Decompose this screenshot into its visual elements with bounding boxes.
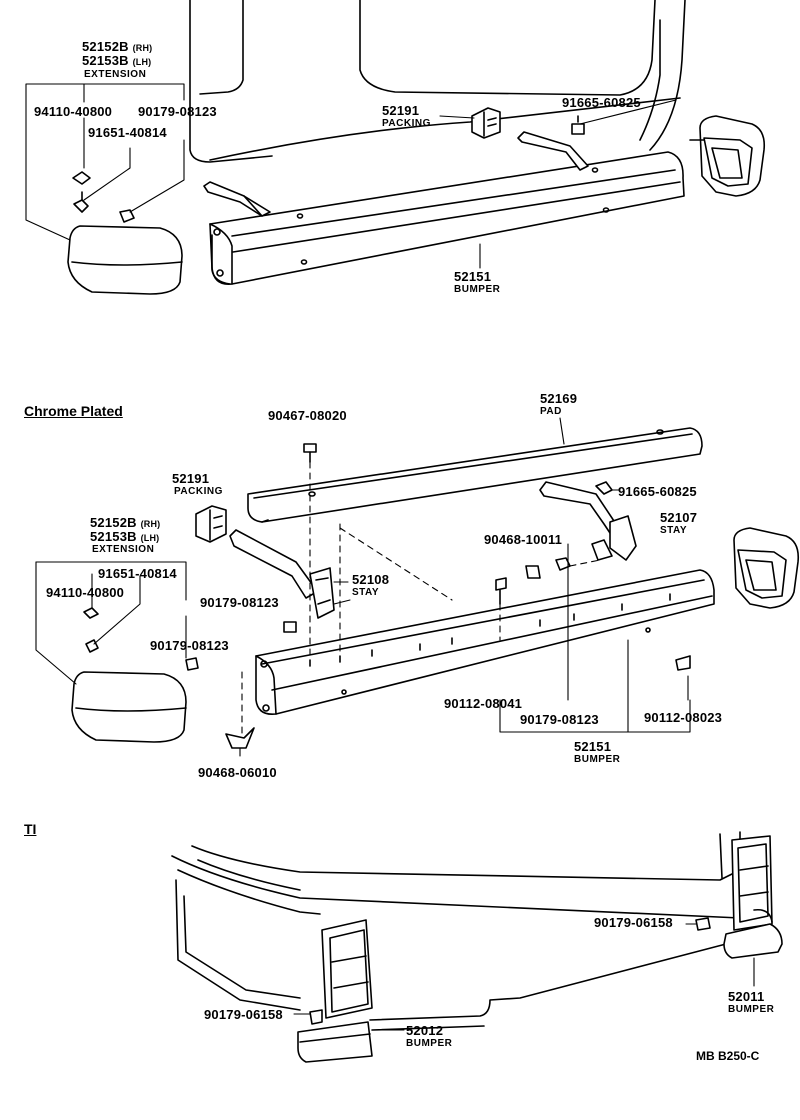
mid-bumper-number: 52151 <box>574 739 612 754</box>
mid-stay-52108 <box>229 529 335 619</box>
mid-part-90179-a: 90179-08123 <box>200 595 279 610</box>
mid-part-90112-08023: 90112-08023 <box>644 710 723 725</box>
top-extension-rh-label: 52152B (RH) <box>82 39 153 54</box>
mid-part-90179-b: 90179-08123 <box>150 638 229 653</box>
top-fasteners <box>72 171 135 223</box>
top-bumper-number: 52151 <box>454 269 492 284</box>
mid-part-90468-06010: 90468-06010 <box>198 765 277 780</box>
mid-stay-52107-name: STAY <box>660 525 688 536</box>
ti-bumper-52011-number: 52011 <box>728 989 765 1004</box>
mid-dashed-lines <box>241 461 601 737</box>
ti-part-90179-left: 90179-06158 <box>204 1007 283 1022</box>
mid-part-90112-08041: 90112-08041 <box>444 696 523 711</box>
ti-part-90179-right: 90179-06158 <box>594 915 673 930</box>
mid-extension-right <box>733 527 800 609</box>
mid-stay-52108-number: 52108 <box>352 572 390 587</box>
mid-bumper-52151 <box>255 569 715 716</box>
top-packing-name: PACKING <box>382 118 431 129</box>
mid-pad-name: PAD <box>540 406 562 417</box>
top-leader-lines <box>25 83 677 269</box>
mid-extension-rh-label: 52152B (RH) <box>90 515 161 530</box>
top-stay-left <box>203 181 271 217</box>
top-packing <box>471 107 501 139</box>
mid-pad-52169 <box>247 427 703 523</box>
top-extension-name: EXTENSION <box>84 69 147 80</box>
top-extension-lh-label: 52153B (LH) <box>82 53 152 68</box>
mid-part-90467: 90467-08020 <box>268 408 347 423</box>
mid-leader-lines <box>35 417 691 757</box>
mid-extension-name: EXTENSION <box>92 544 155 555</box>
ti-bumper-52012-number: 52012 <box>406 1023 444 1038</box>
mid-extension-lh-label: 52153B (LH) <box>90 529 160 544</box>
ti-fasteners <box>309 917 711 1025</box>
top-bumper-52151 <box>209 151 685 285</box>
ti-bumper-52011-name: BUMPER <box>728 1004 775 1015</box>
top-stay-right <box>517 131 589 171</box>
section-chrome-plated: Chrome Plated <box>24 403 123 419</box>
ti-bumper-52012 <box>297 1021 373 1063</box>
diagram-reference-code: MB B250-C <box>696 1049 760 1063</box>
top-extension-left <box>67 225 183 295</box>
top-packing-number: 52191 <box>382 103 420 118</box>
mid-packing-name: PACKING <box>174 486 223 497</box>
top-extension-right <box>689 115 766 197</box>
mid-stay-52107 <box>539 481 637 561</box>
mid-packing-number: 52191 <box>172 471 210 486</box>
ti-lamp-left <box>321 919 373 1019</box>
mid-part-94110: 94110-40800 <box>46 585 125 600</box>
mid-extension-left <box>71 671 187 743</box>
ti-bumper-52011 <box>723 908 783 959</box>
top-body-outline <box>189 0 686 163</box>
ti-body-outline <box>171 831 741 1031</box>
ti-bumper-52012-name: BUMPER <box>406 1038 453 1049</box>
top-bumper-name: BUMPER <box>454 284 501 295</box>
top-part-94110: 94110-40800 <box>34 104 113 119</box>
top-part-91651: 91651-40814 <box>88 125 167 140</box>
mid-pad-number: 52169 <box>540 391 578 406</box>
ti-leader-lines <box>293 923 755 1031</box>
mid-packing-52191 <box>195 505 227 543</box>
mid-bumper-name: BUMPER <box>574 754 621 765</box>
mid-part-91665: 91665-60825 <box>618 484 697 499</box>
section-ti: TI <box>24 821 37 837</box>
mid-stay-52108-name: STAY <box>352 587 380 598</box>
top-part-91665: 91665-60825 <box>562 95 641 110</box>
mid-part-90179-c: 90179-08123 <box>520 712 599 727</box>
mid-fasteners <box>83 443 691 749</box>
mid-stay-52107-number: 52107 <box>660 510 698 525</box>
top-part-90179: 90179-08123 <box>138 104 217 119</box>
ti-lamp-right <box>731 835 773 931</box>
mid-part-90468-10011: 90468-10011 <box>484 532 563 547</box>
top-bolt-91665 <box>571 115 585 135</box>
mid-part-91651: 91651-40814 <box>98 566 177 581</box>
